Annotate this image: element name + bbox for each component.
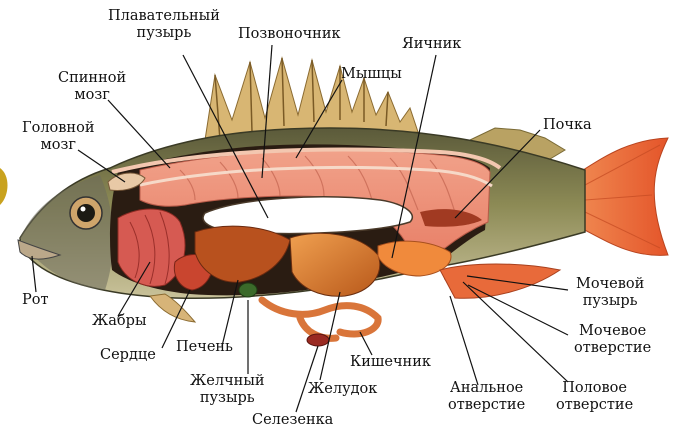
- label-urinary-opening-line2: отверстие: [574, 340, 651, 357]
- label-intestine: Кишечник: [350, 354, 431, 371]
- label-urinary-opening-line1: Мочевое: [574, 323, 651, 340]
- label-spleen: Селезенка: [252, 412, 333, 429]
- label-urinary-opening: Мочевое отверстие: [574, 323, 651, 357]
- label-brain-line1: Головной: [22, 120, 95, 137]
- label-spinal-cord-line2: мозг: [58, 87, 126, 104]
- label-spine: Позвоночник: [238, 26, 341, 43]
- label-kidney: Почка: [543, 117, 592, 134]
- label-anal-opening-line1: Анальное: [448, 380, 525, 397]
- label-genital-opening-line1: Половое: [556, 380, 633, 397]
- label-urinary-bladder-line2: пузырь: [576, 293, 644, 310]
- label-stomach: Желудок: [308, 381, 377, 398]
- label-swim-bladder-line1: Плавательный: [108, 8, 220, 25]
- label-gallbladder-line2: пузырь: [190, 390, 265, 407]
- label-gallbladder-line1: Желчный: [190, 373, 265, 390]
- label-gills: Жабры: [92, 313, 147, 330]
- label-urinary-bladder-line1: Мочевой: [576, 276, 644, 293]
- label-genital-opening-line2: отверстие: [556, 397, 633, 414]
- label-brain-line2: мозг: [22, 137, 95, 154]
- label-spinal-cord: Спинной мозг: [58, 70, 126, 104]
- label-anal-opening: Анальное отверстие: [448, 380, 525, 414]
- label-spinal-cord-line1: Спинной: [58, 70, 126, 87]
- edge-decoration: [0, 168, 8, 205]
- gallbladder: [239, 283, 257, 297]
- label-ovary: Яичник: [402, 36, 461, 53]
- label-brain: Головной мозг: [22, 120, 95, 154]
- label-mouth: Рот: [22, 292, 49, 309]
- label-muscles: Мышцы: [341, 66, 402, 83]
- label-swim-bladder-line2: пузырь: [108, 25, 220, 42]
- tail-fin: [575, 138, 668, 255]
- label-anal-opening-line2: отверстие: [448, 397, 525, 414]
- label-urinary-bladder: Мочевой пузырь: [576, 276, 644, 310]
- spleen: [307, 334, 329, 346]
- label-heart: Сердце: [100, 347, 156, 364]
- label-swim-bladder: Плавательный пузырь: [108, 8, 220, 42]
- label-liver: Печень: [176, 339, 233, 356]
- label-genital-opening: Половое отверстие: [556, 380, 633, 414]
- label-gallbladder: Желчный пузырь: [190, 373, 265, 407]
